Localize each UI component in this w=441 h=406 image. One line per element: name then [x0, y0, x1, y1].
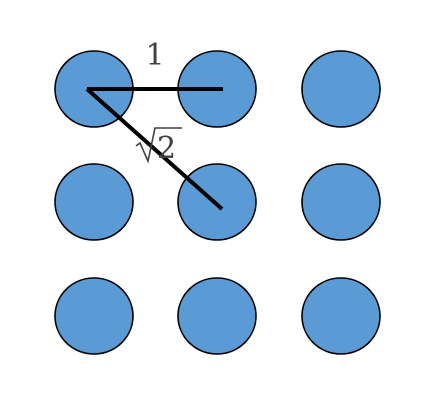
square-root-symbol: [135, 127, 182, 164]
diagonal-radicand: 2: [157, 131, 176, 166]
dot-r3-c3: [301, 277, 381, 355]
dot-grid: [54, 50, 381, 355]
diagonal-segment: [85, 87, 224, 211]
dot-r3-c1: [54, 277, 134, 355]
horizontal-distance-label: 1: [145, 38, 164, 73]
dot-r1-c3: [301, 50, 381, 128]
dot-r2-c1: [54, 163, 134, 241]
dot-r3-c2: [177, 277, 257, 355]
distance-segments: [85, 87, 224, 211]
diagonal-distance-label: 2: [135, 127, 182, 166]
dot-r2-c3: [301, 163, 381, 241]
